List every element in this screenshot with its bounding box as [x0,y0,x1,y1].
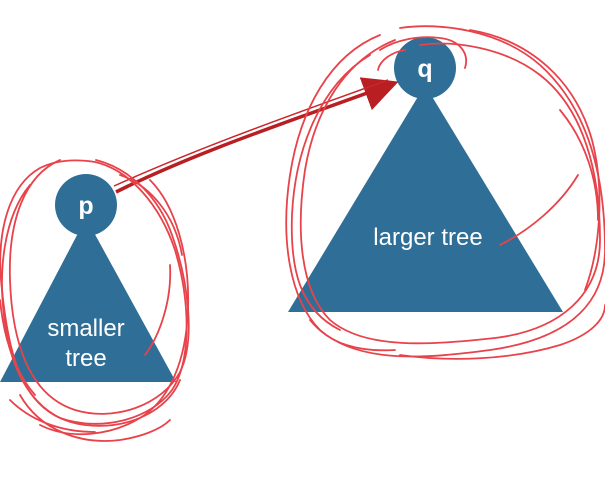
smaller-tree: smaller tree p [0,174,176,382]
larger-tree-label: larger tree [373,224,482,251]
larger-tree-annotation [285,25,605,360]
node-q [394,37,456,99]
node-p [55,174,117,236]
node-p-label: p [78,192,93,220]
link-arrow [115,77,399,194]
node-q-label: q [417,55,432,83]
smaller-tree-triangle [0,218,176,382]
smaller-tree-annotation [0,159,190,442]
larger-tree: larger tree q [288,37,563,312]
smaller-tree-label-line2: tree [65,345,106,372]
larger-tree-triangle [288,85,563,312]
link-arrow-stroke-2 [113,79,389,187]
smaller-tree-label-line1: smaller [47,315,124,342]
